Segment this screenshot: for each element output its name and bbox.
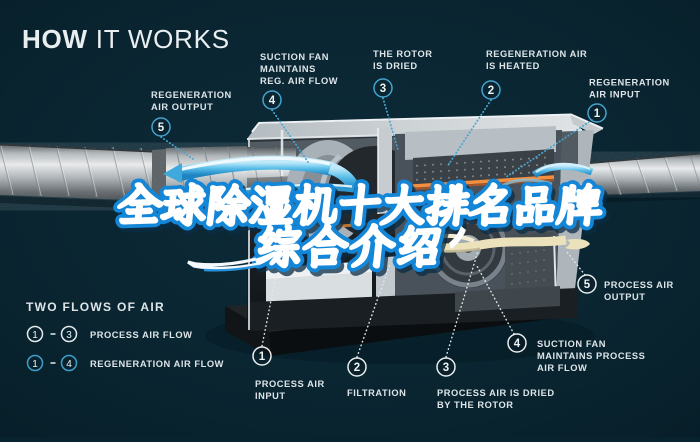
svg-text:AIR OUTPUT: AIR OUTPUT — [151, 102, 213, 112]
svg-text:BY THE ROTOR: BY THE ROTOR — [437, 400, 514, 410]
svg-text:MAINTAINS PROCESS: MAINTAINS PROCESS — [537, 351, 645, 361]
svg-text:SUCTION FAN: SUCTION FAN — [260, 52, 329, 62]
svg-text:PROCESS AIR: PROCESS AIR — [255, 379, 325, 389]
svg-text:1: 1 — [259, 351, 266, 363]
svg-text:3: 3 — [443, 362, 449, 374]
svg-text:4: 4 — [66, 359, 72, 370]
svg-text:5: 5 — [158, 122, 165, 134]
svg-text:AIR INPUT: AIR INPUT — [589, 90, 640, 100]
svg-text:TWO FLOWS OF AIR: TWO FLOWS OF AIR — [26, 300, 165, 314]
svg-text:THE ROTOR: THE ROTOR — [373, 49, 433, 59]
svg-text:2: 2 — [488, 85, 494, 97]
svg-text:SUCTION FAN: SUCTION FAN — [537, 339, 606, 349]
svg-text:PROCESS AIR FLOW: PROCESS AIR FLOW — [90, 330, 192, 340]
svg-text:REGENERATION AIR: REGENERATION AIR — [486, 49, 587, 59]
svg-text:2: 2 — [354, 362, 360, 374]
svg-text:AIR FLOW: AIR FLOW — [537, 363, 587, 373]
svg-text:1: 1 — [32, 359, 38, 370]
svg-text:INPUT: INPUT — [255, 391, 286, 401]
svg-text:PROCESS AIR IS DRIED: PROCESS AIR IS DRIED — [437, 388, 555, 398]
svg-text:FILTRATION: FILTRATION — [347, 388, 406, 398]
svg-text:PROCESS AIR: PROCESS AIR — [604, 280, 674, 290]
svg-text:OUTPUT: OUTPUT — [604, 292, 646, 302]
svg-text:1: 1 — [594, 108, 601, 120]
svg-text:4: 4 — [514, 338, 521, 350]
svg-text:1: 1 — [32, 330, 38, 341]
svg-text:IS HEATED: IS HEATED — [486, 61, 540, 71]
svg-text:3: 3 — [66, 330, 72, 341]
svg-text:IS DRIED: IS DRIED — [373, 61, 418, 71]
svg-text:3: 3 — [380, 83, 386, 95]
svg-text:REGENERATION AIR FLOW: REGENERATION AIR FLOW — [90, 359, 224, 369]
svg-text:4: 4 — [269, 95, 276, 107]
svg-text:MAINTAINS: MAINTAINS — [260, 64, 316, 74]
svg-text:REGENERATION: REGENERATION — [151, 90, 232, 100]
svg-text:HOW IT WORKS: HOW IT WORKS — [22, 24, 230, 54]
svg-text:5: 5 — [584, 279, 591, 291]
svg-text:REGENERATION: REGENERATION — [589, 78, 670, 88]
svg-text:REG. AIR FLOW: REG. AIR FLOW — [260, 76, 338, 86]
